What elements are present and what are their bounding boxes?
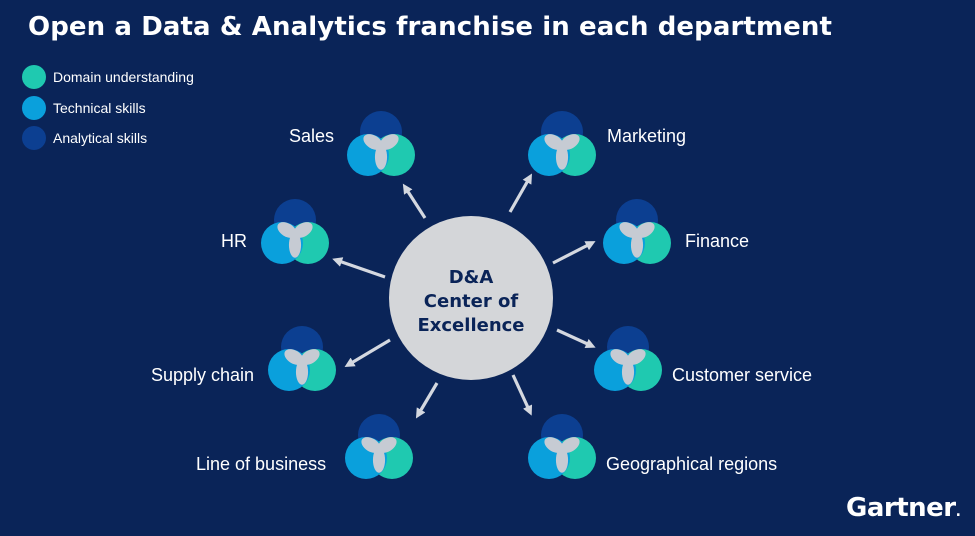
venn-overlap-left <box>619 222 639 238</box>
arrow-to-sales <box>402 183 427 219</box>
venn-overlap-bottom <box>372 447 386 473</box>
gartner-logo: Gartner. <box>846 493 961 523</box>
arrow-to-finance <box>552 241 596 265</box>
dept-label-customer-service: Customer service <box>672 365 813 385</box>
arrow-to-line-of-business <box>415 382 439 419</box>
legend-dot-technical-icon <box>22 95 46 120</box>
venn-overlap-bottom <box>630 232 644 258</box>
arrow-to-customer-service <box>556 328 596 349</box>
venn-overlap-right <box>300 349 320 365</box>
venn-overlap-right <box>560 437 580 453</box>
legend-label-analytical: Analytical skills <box>53 130 148 147</box>
venn-overlap-right <box>377 437 397 453</box>
dept-label-line-of-business: Line of business <box>196 454 327 474</box>
venn-overlap-left <box>544 437 564 453</box>
venn-overlap-bottom <box>555 447 569 473</box>
venn-finance-icon <box>603 199 671 264</box>
venn-hr-icon <box>261 199 329 264</box>
venn-overlap-right <box>293 222 313 238</box>
venn-overlap-bottom <box>621 359 635 385</box>
legend: Domain understanding Technical skills An… <box>22 62 194 154</box>
arrow-to-marketing <box>508 173 532 213</box>
dept-label-hr: HR <box>221 231 247 251</box>
venn-overlap-bottom <box>295 359 309 385</box>
venn-overlap-left <box>363 134 383 150</box>
venn-overlap-bottom <box>288 232 302 258</box>
venn-marketing-icon <box>528 111 596 176</box>
hub-label: D&A Center of Excellence <box>390 266 552 338</box>
venn-customer-service-icon <box>594 326 662 391</box>
logo-text: Gartner <box>846 493 956 523</box>
arrow-to-supply-chain <box>344 338 391 368</box>
venn-overlap-left <box>284 349 304 365</box>
dept-label-supply-chain: Supply chain <box>151 365 255 385</box>
venn-geographical-regions-icon <box>528 414 596 479</box>
legend-item-technical: Technical skills <box>22 93 194 124</box>
hub-circle <box>389 216 553 380</box>
venn-overlap-right <box>635 222 655 238</box>
dept-label-sales: Sales <box>289 126 335 146</box>
venn-supply-chain-icon <box>268 326 336 391</box>
dept-label-finance: Finance <box>685 231 750 251</box>
slide-title: Open a Data & Analytics franchise in eac… <box>28 12 833 42</box>
legend-item-analytical: Analytical skills <box>22 123 194 154</box>
hub-line-3: Excellence <box>417 315 525 336</box>
legend-item-domain: Domain understanding <box>22 62 194 93</box>
dept-label-geographical-regions: Geographical regions <box>606 454 778 474</box>
dept-label-marketing: Marketing <box>607 126 687 146</box>
venn-overlap-left <box>361 437 381 453</box>
venn-line-of-business-icon <box>345 414 413 479</box>
venn-overlap-bottom <box>555 144 569 170</box>
venn-overlap-bottom <box>374 144 388 170</box>
venn-overlap-right <box>626 349 646 365</box>
venn-overlap-right <box>379 134 399 150</box>
legend-dot-analytical-icon <box>22 126 46 151</box>
legend-label-technical: Technical skills <box>53 99 146 116</box>
hub-line-2: Center of <box>423 291 519 312</box>
arrow-to-geographical-regions <box>511 374 533 416</box>
venn-sales-icon <box>347 111 415 176</box>
hub-line-1: D&A <box>448 267 494 288</box>
skill-venns <box>261 111 671 479</box>
venn-overlap-left <box>610 349 630 365</box>
venn-overlap-left <box>544 134 564 150</box>
logo-mark: . <box>955 504 961 520</box>
venn-overlap-left <box>277 222 297 238</box>
arrow-to-hr <box>332 257 386 279</box>
legend-label-domain: Domain understanding <box>53 69 194 86</box>
arrows <box>332 173 596 419</box>
venn-overlap-right <box>560 134 580 150</box>
legend-dot-domain-icon <box>22 65 46 90</box>
